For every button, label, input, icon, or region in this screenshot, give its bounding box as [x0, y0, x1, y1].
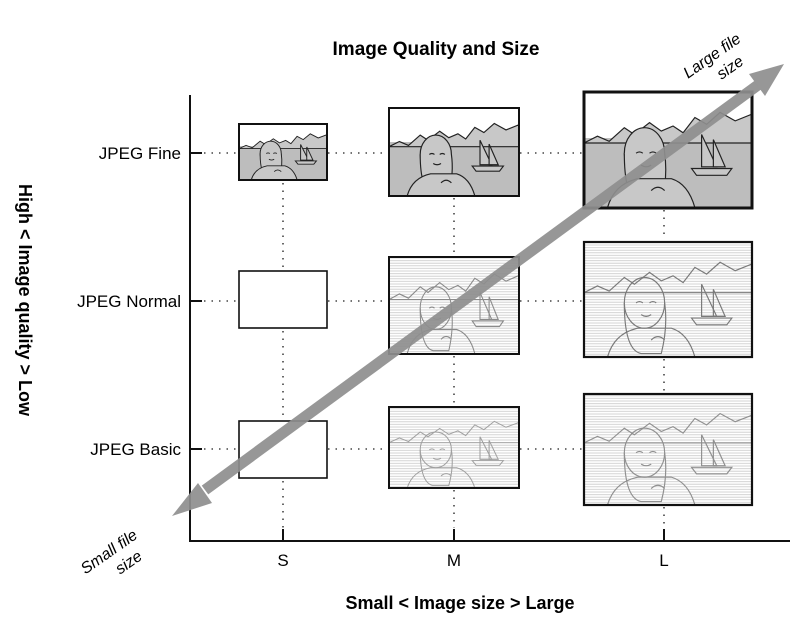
- column-label-s: S: [277, 551, 288, 570]
- thumbnail-s-normal: [238, 270, 328, 329]
- file-size-arrow: [172, 64, 784, 516]
- row-label-normal: JPEG Normal: [77, 292, 181, 311]
- row-guides: [204, 152, 583, 450]
- x-axis-title: Small < Image size > Large: [345, 593, 574, 613]
- row-label-fine: JPEG Fine: [99, 144, 181, 163]
- thumbnail-l-basic: [582, 392, 754, 507]
- small-arrowhead: [172, 483, 212, 516]
- thumbnail-m-fine: [388, 107, 520, 197]
- y-axis-title: High < Image quality > Low: [15, 184, 35, 417]
- diagram-title: Image Quality and Size: [333, 39, 540, 60]
- large-arrowhead: [749, 64, 784, 96]
- thumbnail-l-normal: [582, 240, 754, 359]
- thumbnail-m-basic: [388, 406, 520, 489]
- column-guides: [282, 183, 665, 528]
- small-file-size-label: Small file size: [78, 527, 146, 578]
- row-label-basic: JPEG Basic: [90, 440, 181, 459]
- column-label-l: L: [659, 551, 668, 570]
- column-label-m: M: [447, 551, 461, 570]
- thumbnail-s-fine: [238, 123, 328, 181]
